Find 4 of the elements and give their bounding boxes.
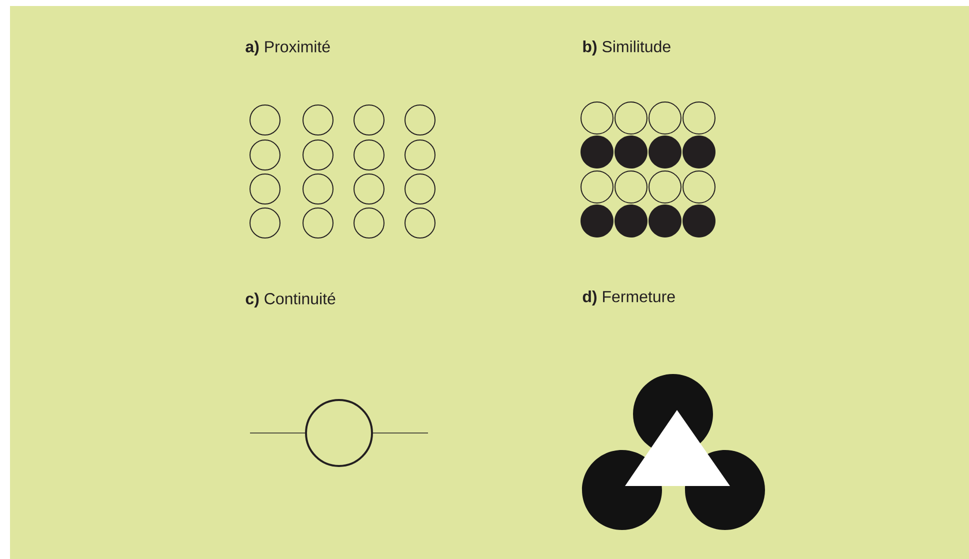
panel-label: d) Fermeture <box>582 290 675 306</box>
panel-label: b) Similitude <box>583 40 670 56</box>
panel-label: c) Continuité <box>246 292 336 308</box>
panel-label: a) Proximité <box>246 40 330 56</box>
